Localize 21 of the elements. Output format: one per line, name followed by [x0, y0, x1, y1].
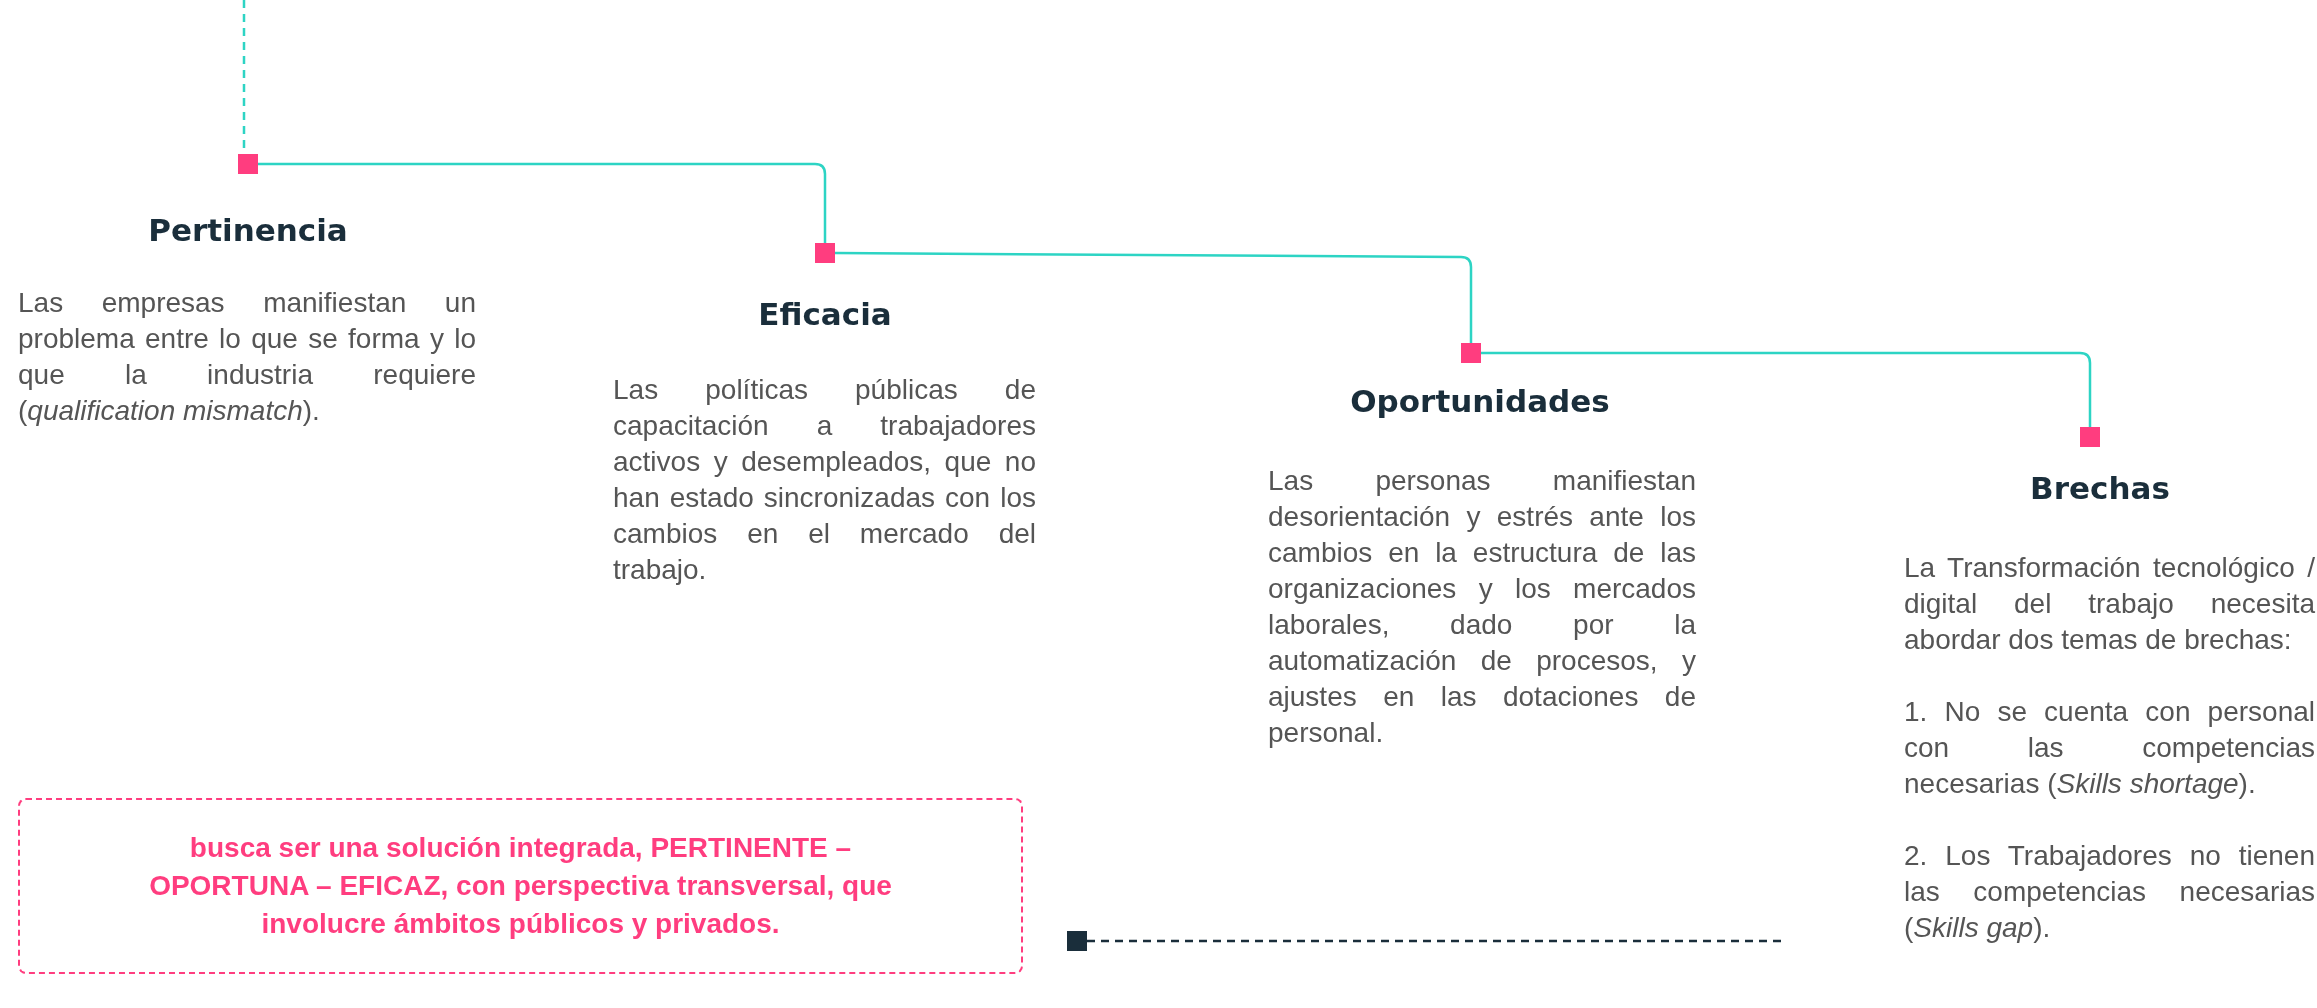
- stage-heading: Brechas: [2030, 470, 2170, 506]
- connector-line: [258, 162, 827, 243]
- square-marker: [1461, 343, 1481, 363]
- stage-description: Las empresas manifiestan un problema entre lo que se forma y lo que la industria requiere (qualification mismatch).: [18, 286, 476, 428]
- square-marker: [1067, 931, 1087, 951]
- square-marker: [238, 154, 258, 174]
- stage-heading: Pertinencia: [148, 212, 348, 248]
- stage-description: Las personas manifiestan desorientación y estrés ante los cambios en la estructura de las organizaciones y los mercados laborales, dado por la automatización de procesos, y ajustes en las dotaciones de personal.: [1268, 464, 1696, 750]
- stage-description: Las políticas públicas de capacitación a trabajadores activos y desempleados, que no han estado sincronizadas con los cambios en el mercado del trabajo.: [613, 373, 1036, 587]
- connector-line: [1481, 351, 2092, 427]
- dashed-line: [1087, 939, 1784, 943]
- stage-heading: Oportunidades: [1350, 383, 1610, 419]
- square-marker: [815, 243, 835, 263]
- callout-text: busca ser una solución integrada, PERTINENTE – OPORTUNA – EFICAZ, con perspectiva transversal, que involucre ámbitos públicos y privados.: [148, 831, 893, 941]
- callout-box: [18, 798, 1023, 974]
- square-marker: [2080, 427, 2100, 447]
- stage-heading: Eficacia: [758, 296, 892, 332]
- stage-description: 2. Los Trabajadores no tienen las competencias necesarias (Skills gap).: [1904, 839, 2315, 945]
- stage-description: La Transformación tecnológico / digital del trabajo necesita abordar dos temas de brechas:: [1904, 551, 2315, 657]
- stage-description: 1. No se cuenta con personal con las competencias necesarias (Skills shortage).: [1904, 695, 2315, 801]
- connector-line: [835, 251, 1473, 343]
